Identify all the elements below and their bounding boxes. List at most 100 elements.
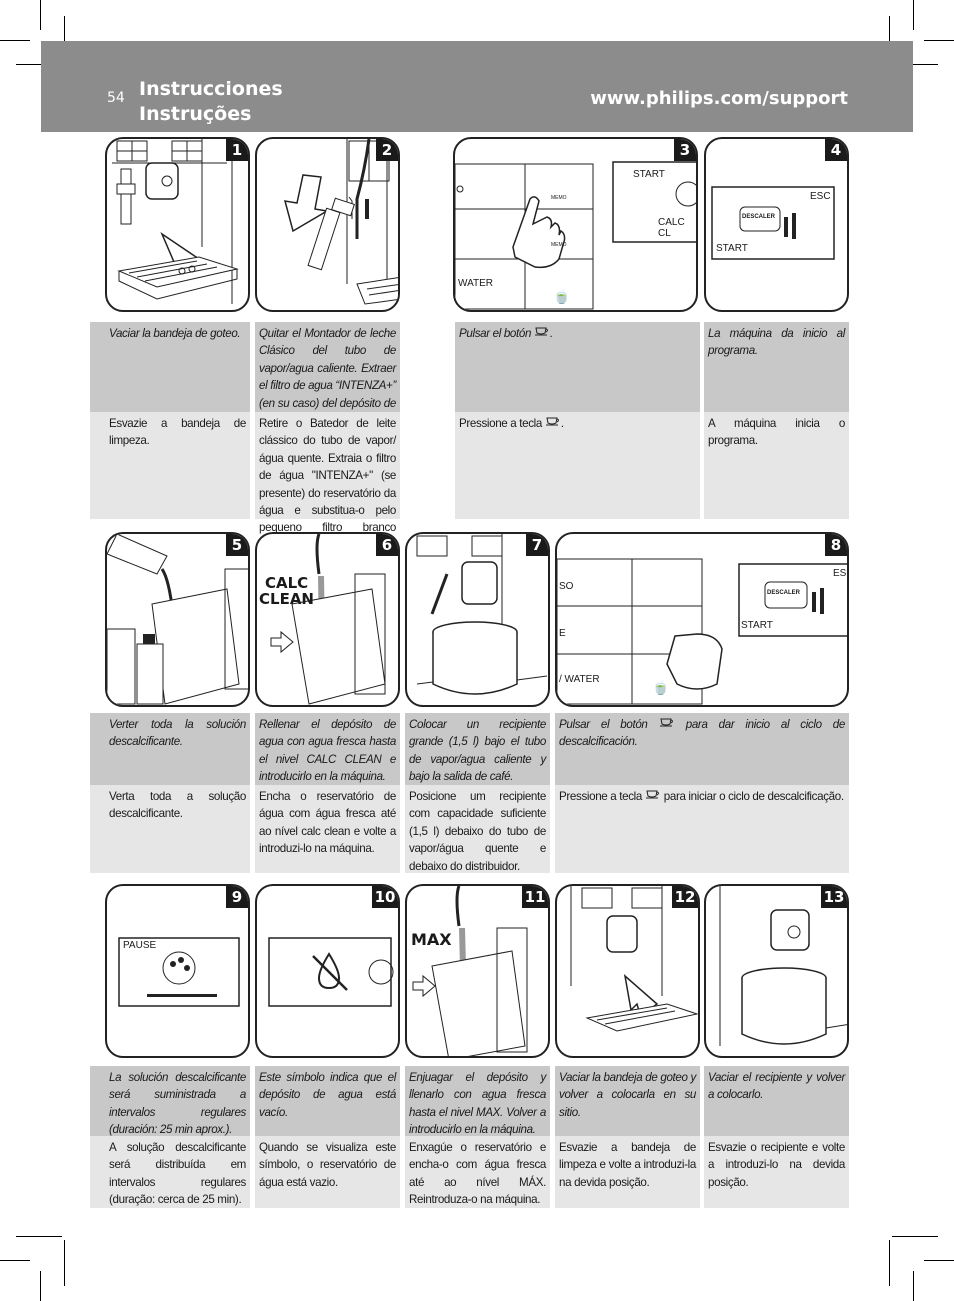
- step-badge: 8: [825, 534, 847, 556]
- step-8-illustration: 🍵 8 SO E / WATER ESC DESCALER START: [555, 532, 849, 707]
- esc-label: ESC: [810, 191, 831, 202]
- step-10-illustration: 10: [255, 884, 400, 1058]
- step-3-pt-b: .: [560, 417, 564, 430]
- step-badge: 7: [526, 534, 548, 556]
- step-13-illustration: 13: [704, 884, 849, 1058]
- step-11-text-es: Enjuagar el depósito y llenarlo con agua…: [405, 1066, 550, 1136]
- step-2-text-es: Quitar el Montador de leche Clásico del …: [255, 322, 400, 444]
- water-tank-max-illustration: [412, 886, 528, 1056]
- start-label: START: [716, 243, 748, 254]
- descaler-label: DESCALER: [767, 590, 801, 596]
- e-label: E: [559, 628, 566, 639]
- step-1-text-pt: Esvazie a bandeja de limpeza.: [105, 412, 250, 519]
- control-panel-illustration: 🍵: [455, 161, 696, 310]
- step-5-text-pt: Verta toda a solução descalcificante.: [105, 785, 250, 873]
- step-6-illustration: 6 CALC CLEAN: [255, 532, 400, 707]
- memo-label: MEMO: [551, 242, 567, 248]
- step-7-text-es: Colocar un recipiente grande (1,5 l) baj…: [405, 713, 550, 785]
- page-number: 54: [107, 90, 125, 106]
- step-badge: 2: [376, 139, 398, 161]
- milk-frother-illustration: [283, 139, 398, 305]
- step-12-text-es: Vaciar la bandeja de goteo y volver a co…: [555, 1066, 700, 1136]
- step-3-text-pt: Pressione a tecla .: [455, 412, 700, 519]
- empty-tank-screen-illustration: [268, 937, 394, 1007]
- so-label: SO: [559, 581, 574, 592]
- control-panel-descaler-illustration: 🍵: [557, 558, 847, 705]
- step-3-text-es: Pulsar el botón .: [455, 322, 700, 412]
- step-9-illustration: 9 PAUSE: [105, 884, 250, 1058]
- step-4-text-es: La máquina da inicio al programa.: [704, 322, 849, 412]
- step-5-text-es: Verter toda la solución descalcificante.: [105, 713, 250, 785]
- step-5-illustration: 5: [105, 532, 250, 707]
- container-under-spout-illustration: [416, 534, 548, 695]
- support-url[interactable]: www.philips.com/support: [590, 88, 848, 109]
- calc-label: CALC: [265, 574, 309, 592]
- step-12-illustration: 12: [555, 884, 700, 1058]
- step-2-text-pt: Retire o Batedor de leite clássico do tu…: [255, 412, 400, 552]
- step-7-illustration: 7: [405, 532, 550, 707]
- memo-button-icon: [545, 416, 561, 430]
- step-3-illustration: 🍵 3 START CALC CL WATER MEMO MEMO: [453, 137, 698, 312]
- step-badge: 11: [522, 886, 548, 908]
- esc-label: ESC: [833, 568, 847, 579]
- water-label: / WATER: [559, 674, 600, 685]
- memo-button-icon: [534, 326, 550, 340]
- step-4-text-pt: A máquina inicia o programa.: [704, 412, 849, 519]
- pause-screen-illustration: [118, 937, 240, 1007]
- step-9-text-es: La solución descalcificante será suminis…: [105, 1066, 250, 1136]
- step-12-text-pt: Esvazie a bandeja de limpeza e volte a i…: [555, 1136, 700, 1208]
- step-4-illustration: 4 ESC DESCALER START: [704, 137, 849, 312]
- screen-start-label: START: [633, 169, 665, 180]
- step-6-text-pt: Encha o reservatório de água com água fr…: [255, 785, 400, 873]
- step-1-text-es: Vaciar la bandeja de goteo.: [105, 322, 250, 412]
- step-11-text-pt: Enxagúe o reservatório e encha-o com águ…: [405, 1136, 550, 1208]
- clean-label: CLEAN: [259, 590, 314, 608]
- step-badge: 4: [825, 139, 847, 161]
- step-badge: 13: [821, 886, 847, 908]
- step-1-illustration: 1: [105, 137, 250, 312]
- step-2-illustration: 2: [255, 137, 400, 312]
- step-badge: 1: [226, 139, 248, 161]
- button-icon: 🍵: [652, 678, 669, 696]
- memo-label: MEMO: [551, 195, 567, 201]
- step-8-text-pt: Pressione a tecla para iniciar o ciclo d…: [555, 785, 849, 873]
- step-badge: 5: [226, 534, 248, 556]
- step-3-pt-a: Pressione a tecla: [459, 417, 542, 430]
- step-7-text-pt: Posicione um recipiente com capacidade s…: [405, 785, 550, 873]
- water-label: WATER: [458, 278, 493, 289]
- step-3-es-b: .: [549, 327, 553, 340]
- drip-tray-reinsert-illustration: [570, 886, 698, 1032]
- step-13-text-es: Vaciar el recipiente y volver a colocarl…: [704, 1066, 849, 1136]
- step-10-text-es: Este símbolo indica que el depósito de a…: [255, 1066, 400, 1136]
- step-6-text-es: Rellenar el depósito de agua con agua fr…: [255, 713, 400, 785]
- step-11-illustration: 11 MAX: [405, 884, 550, 1058]
- drip-tray-illustration: [112, 139, 239, 304]
- memo-button-icon: [659, 717, 675, 731]
- step-8-pt-b: para iniciar o ciclo de descalcificação.: [663, 790, 844, 803]
- button-icon: 🍵: [553, 287, 570, 305]
- step-8-text-es: Pulsar el botón para dar inicio al ciclo…: [555, 713, 849, 785]
- max-label: MAX: [411, 930, 452, 949]
- water-drop-icon: [317, 952, 341, 990]
- step-13-text-pt: Esvazie o recipiente e volte a introduzi…: [704, 1136, 849, 1208]
- step-3-es-a: Pulsar el botón: [459, 327, 532, 340]
- title-pt: Instruções: [139, 103, 252, 125]
- step-8-es-a: Pulsar el botón: [559, 718, 648, 731]
- step-badge: 3: [674, 139, 696, 161]
- step-badge: 9: [226, 886, 248, 908]
- descaler-screen-illustration: [711, 186, 835, 260]
- step-8-pt-a: Pressione a tecla: [559, 790, 642, 803]
- pour-descaler-illustration: [107, 534, 248, 705]
- step-8-es-b: para dar inicio al ciclo de descalcifica…: [559, 718, 845, 749]
- pause-label: PAUSE: [123, 940, 157, 951]
- title-es: Instrucciones: [139, 78, 283, 100]
- step-10-text-pt: Quando se visualiza este símbolo, o rese…: [255, 1136, 400, 1208]
- step-badge: 10: [372, 886, 398, 908]
- header-bar: [41, 41, 913, 132]
- water-tank-calc-clean-illustration: [270, 534, 386, 705]
- step-badge: 6: [376, 534, 398, 556]
- screen-calc-clean-label: CALC CL: [658, 217, 685, 239]
- memo-button-icon: [645, 789, 661, 803]
- step-badge: 12: [672, 886, 698, 908]
- step-9-text-pt: A solução descalcificante será distribuí…: [105, 1136, 250, 1208]
